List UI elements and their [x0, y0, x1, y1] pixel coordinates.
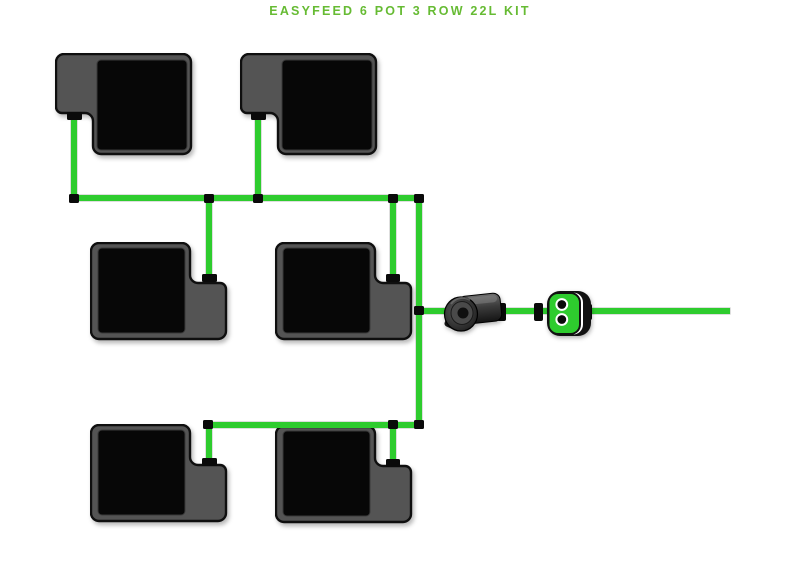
tee-connector-top-mid-left: [204, 194, 214, 203]
pot-3-opening: [97, 247, 186, 334]
kit-title: EASYFEED 6 POT 3 ROW 22L KIT: [269, 4, 531, 18]
pot-2: [240, 53, 378, 156]
pot-6-opening: [282, 430, 371, 517]
tube-drop-pot-3: [206, 200, 212, 278]
pot-1-opening: [96, 59, 188, 151]
tee-connector-top-mid-right: [388, 194, 398, 203]
elbow-connector-top-left: [69, 194, 79, 203]
tube-drop-pot-6: [390, 427, 396, 462]
tube-drop-pot-2: [255, 114, 261, 198]
pot-2-inlet-connector: [251, 112, 266, 120]
inline-pump-icon: [443, 292, 503, 332]
pot-3: [90, 242, 228, 341]
elbow-connector-top-right: [414, 194, 424, 203]
doser-port-bottom: [555, 313, 569, 326]
pot-6: [275, 425, 413, 524]
pot-2-opening: [281, 59, 373, 151]
pot-5-inlet-connector: [202, 458, 217, 466]
pot-3-inlet-connector: [202, 274, 217, 282]
tube-drop-pot-4: [390, 200, 396, 278]
pot-1: [55, 53, 193, 156]
pot-1-inlet-connector: [67, 112, 82, 120]
tee-connector-bottom-pot6: [388, 420, 398, 429]
cross-connector-feed-line: [414, 306, 424, 315]
elbow-connector-bottom-right: [414, 420, 424, 429]
doser-port-top: [555, 298, 569, 311]
pot-4: [275, 242, 413, 341]
pot-4-opening: [282, 247, 371, 334]
pot-6-inlet-connector: [386, 459, 400, 467]
tee-connector-top-pot2: [253, 194, 263, 203]
pot-5: [90, 424, 228, 523]
tube-top-manifold: [71, 195, 423, 201]
pot-4-inlet-connector: [386, 274, 400, 282]
tube-drop-pot-5: [206, 426, 212, 461]
tube-bottom-manifold: [205, 422, 423, 428]
hose-clamp-band-2: [534, 303, 543, 321]
elbow-connector-bottom-left: [203, 420, 213, 429]
pot-5-opening: [97, 429, 186, 516]
easyfeed-doser-icon: [547, 291, 591, 336]
tube-drop-pot-1: [71, 114, 77, 198]
